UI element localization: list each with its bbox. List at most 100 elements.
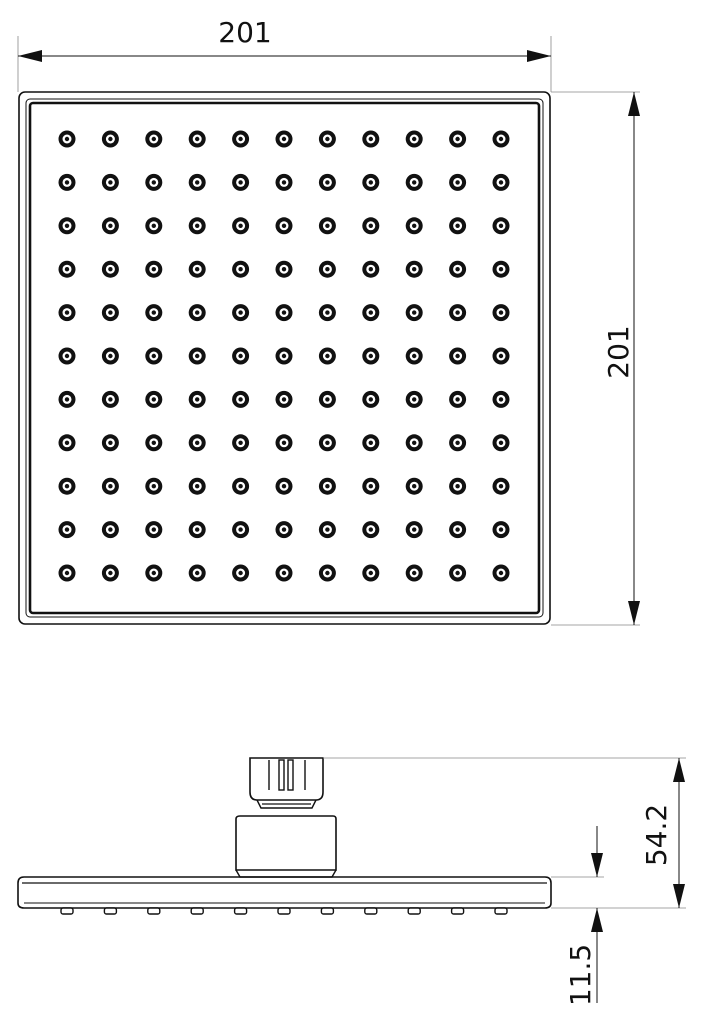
nozzle xyxy=(492,304,510,322)
nozzle xyxy=(145,564,163,582)
shower-plate-face xyxy=(28,101,541,615)
side-nozzle xyxy=(190,907,204,915)
side-nozzle xyxy=(494,907,508,915)
side-nozzle xyxy=(407,907,421,915)
nozzle xyxy=(405,304,423,322)
nozzle xyxy=(232,564,250,582)
nozzle xyxy=(145,217,163,235)
plate-profile xyxy=(17,876,552,909)
nozzle xyxy=(362,347,380,365)
nozzle xyxy=(318,304,336,322)
nozzle xyxy=(362,173,380,191)
nozzle xyxy=(145,304,163,322)
nozzle xyxy=(145,260,163,278)
plate-thickness-label: 11.5 xyxy=(564,944,597,1006)
nozzle xyxy=(275,390,293,408)
nozzle xyxy=(362,217,380,235)
nozzle xyxy=(318,217,336,235)
nozzle xyxy=(275,260,293,278)
nozzle xyxy=(405,260,423,278)
nozzle xyxy=(101,217,119,235)
nozzle xyxy=(232,521,250,539)
nozzle xyxy=(101,347,119,365)
nozzle xyxy=(101,130,119,148)
nozzle xyxy=(318,173,336,191)
width-label: 201 xyxy=(218,16,271,49)
nozzle xyxy=(58,260,76,278)
nozzle xyxy=(58,217,76,235)
nozzle-grid xyxy=(58,130,510,582)
nozzle xyxy=(232,434,250,452)
nozzle xyxy=(188,564,206,582)
nozzle xyxy=(101,173,119,191)
nozzle xyxy=(318,260,336,278)
nozzle xyxy=(362,130,380,148)
nozzle xyxy=(145,173,163,191)
nozzle xyxy=(275,477,293,495)
nozzle xyxy=(318,477,336,495)
nozzle xyxy=(58,477,76,495)
nozzle xyxy=(188,434,206,452)
nozzle xyxy=(101,390,119,408)
nozzle xyxy=(232,477,250,495)
nozzle xyxy=(275,521,293,539)
nozzle xyxy=(318,347,336,365)
nozzle xyxy=(492,521,510,539)
nozzle xyxy=(145,521,163,539)
nozzle xyxy=(275,304,293,322)
nozzle xyxy=(101,304,119,322)
nozzle xyxy=(275,217,293,235)
side-nozzle xyxy=(320,907,335,915)
nozzle xyxy=(492,173,510,191)
nozzle xyxy=(449,173,467,191)
nozzle xyxy=(449,260,467,278)
nozzle xyxy=(188,390,206,408)
nozzle xyxy=(232,130,250,148)
nozzle xyxy=(405,521,423,539)
side-nozzles xyxy=(60,907,508,915)
height-dimension: 201 xyxy=(551,91,640,626)
nozzle xyxy=(492,564,510,582)
nozzle xyxy=(275,173,293,191)
side-nozzle xyxy=(364,907,378,915)
nozzle xyxy=(58,173,76,191)
side-nozzle xyxy=(147,907,161,915)
nozzle xyxy=(58,390,76,408)
nozzle xyxy=(232,390,250,408)
nozzle xyxy=(145,434,163,452)
nozzle xyxy=(492,260,510,278)
nozzle xyxy=(362,434,380,452)
nozzle xyxy=(449,521,467,539)
side-view: 54.2 11.5 xyxy=(17,757,686,1006)
nozzle xyxy=(362,304,380,322)
nozzle xyxy=(275,347,293,365)
nozzle xyxy=(449,217,467,235)
nozzle xyxy=(492,477,510,495)
nozzle xyxy=(449,130,467,148)
nozzle xyxy=(405,173,423,191)
nozzle xyxy=(449,390,467,408)
nozzle xyxy=(362,260,380,278)
nozzle xyxy=(318,564,336,582)
nozzle xyxy=(232,173,250,191)
nozzle xyxy=(449,304,467,322)
nozzle xyxy=(101,477,119,495)
nozzle xyxy=(492,390,510,408)
nozzle xyxy=(405,217,423,235)
total-height-dimension: 54.2 xyxy=(323,757,686,909)
nozzle xyxy=(275,564,293,582)
side-nozzle xyxy=(60,907,74,915)
nozzle xyxy=(405,130,423,148)
nozzle xyxy=(405,564,423,582)
nozzle xyxy=(275,434,293,452)
nozzle xyxy=(492,130,510,148)
nozzle xyxy=(58,130,76,148)
nozzle xyxy=(58,347,76,365)
width-dimension: 201 xyxy=(17,16,552,92)
nozzle xyxy=(405,347,423,365)
nozzle xyxy=(232,347,250,365)
side-nozzle xyxy=(233,907,248,915)
nozzle xyxy=(405,477,423,495)
nozzle xyxy=(232,217,250,235)
